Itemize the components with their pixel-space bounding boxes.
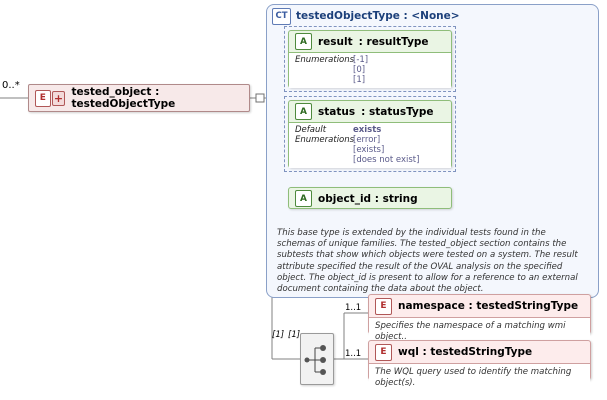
attribute-status-type: : statusType <box>361 105 434 118</box>
element-namespace-name: namespace : testedStringType <box>398 300 579 312</box>
attribute-result-enum-1: [0] <box>353 65 366 75</box>
attribute-result-name: result <box>318 35 353 48</box>
attribute-object-id[interactable]: A object_id : string <box>288 187 452 209</box>
compositor-multiplicity-1: [1] <box>272 330 285 340</box>
complextype-title: testedObjectType : <None> <box>296 10 460 22</box>
element-namespace-multiplicity: 1..1 <box>345 303 362 313</box>
attribute-status-enum-0: [error] <box>353 135 381 145</box>
attribute-object-id-name: object_id : string <box>318 192 418 205</box>
attribute-result-body: Enumerations [-1] [0] [1] <box>289 52 451 88</box>
attribute-status-default-label: Default <box>295 125 327 135</box>
root-multiplicity: 0..* <box>2 80 20 91</box>
complextype-header: CT testedObjectType : <None> <box>272 7 460 25</box>
element-tag-icon: E <box>375 297 392 315</box>
attribute-result-enum-0: [-1] <box>353 55 369 65</box>
element-wql-doc: The WQL query used to identify the match… <box>369 363 590 392</box>
attribute-tag-icon: A <box>295 190 312 207</box>
attribute-status-name: status <box>318 105 356 118</box>
attribute-result[interactable]: A result : resultType Enumerations [-1] … <box>288 30 452 88</box>
attribute-status[interactable]: A status : statusType Default exists Enu… <box>288 100 452 168</box>
attribute-object-id-header: A object_id : string <box>289 188 451 209</box>
expand-icon[interactable]: + <box>51 90 66 106</box>
element-wql-name: wql : testedStringType <box>398 346 533 358</box>
element-wql[interactable]: E wql : testedStringType The WQL query u… <box>368 340 591 392</box>
element-namespace[interactable]: E namespace : testedStringType Specifies… <box>368 294 591 346</box>
attribute-status-enum-2: [does not exist] <box>353 155 420 165</box>
attribute-result-selection <box>284 26 456 92</box>
element-wql-header: E wql : testedStringType <box>369 341 590 363</box>
element-wql-multiplicity: 1..1 <box>345 349 362 359</box>
element-label: tested_object : testedObjectType <box>71 86 176 110</box>
attribute-status-header: A status : statusType <box>289 101 451 122</box>
attribute-tag-icon: A <box>295 33 312 50</box>
attribute-result-header: A result : resultType <box>289 31 451 52</box>
element-tag-icon: E <box>35 89 51 107</box>
attribute-result-enum-label: Enumerations <box>295 55 355 65</box>
element-tested-object[interactable]: E + tested_object : testedObjectType <box>28 84 250 112</box>
choice-compositor[interactable] <box>300 333 334 385</box>
attribute-status-selection <box>284 96 456 172</box>
attribute-status-enum-1: [exists] <box>353 145 385 155</box>
attribute-tag-icon: A <box>295 103 312 120</box>
complextype-tag-icon: CT <box>272 7 291 25</box>
documentation-text: This base type is extended by the indivi… <box>277 228 578 295</box>
choice-compositor-icon <box>304 345 326 375</box>
attribute-status-enum-label: Enumerations <box>295 135 355 145</box>
element-tag-icon: E <box>375 343 392 361</box>
compositor-multiplicity-2: [1] <box>288 330 301 340</box>
attribute-result-type: : resultType <box>358 35 429 48</box>
attribute-status-default-value: exists <box>353 125 382 135</box>
attribute-result-enum-2: [1] <box>353 75 366 85</box>
attribute-status-body: Default exists Enumerations [error] [exi… <box>289 122 451 168</box>
element-namespace-header: E namespace : testedStringType <box>369 295 590 317</box>
